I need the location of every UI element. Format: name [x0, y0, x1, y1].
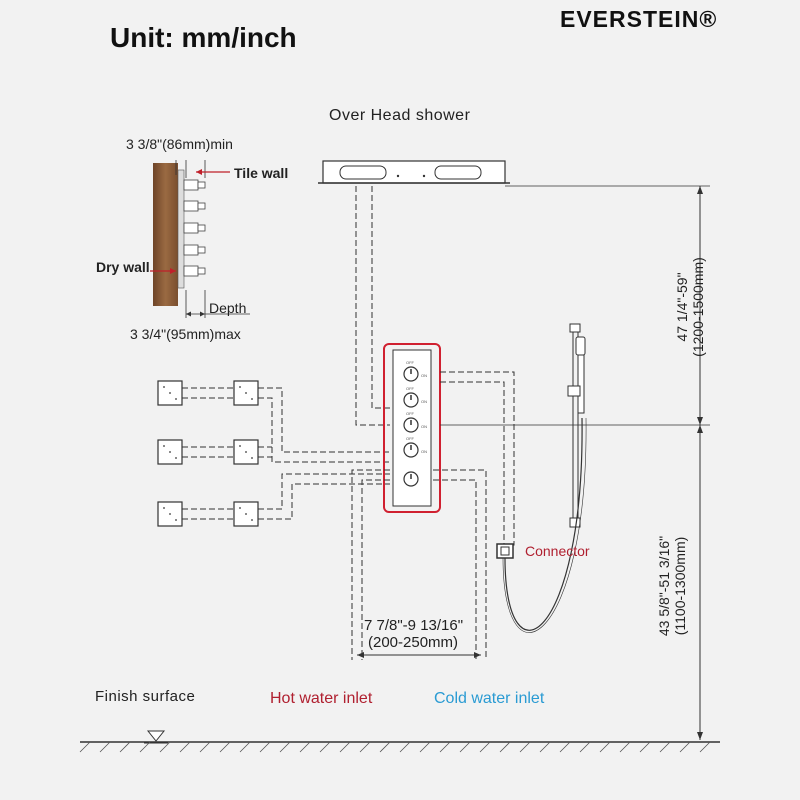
lower-height-dimension-label: 43 5/8"-51 3/16" (1100-1300mm) [656, 506, 688, 666]
inlet-spacing-inches: 7 7/8"-9 13/16" [364, 617, 464, 634]
hose [504, 417, 583, 631]
connector [496, 543, 514, 559]
inlet-spacing-dimension [357, 652, 481, 658]
lower-height-mm: (1100-1300mm) [672, 536, 688, 636]
inlet-pipes [351, 469, 487, 660]
thermostatic-valve-panel: OFF ON OFF ON OFF ON OFF ON [383, 343, 441, 513]
hot-water-inlet-label: Hot water inlet [270, 690, 373, 707]
lower-height-inches: 43 5/8"-51 3/16" [656, 535, 672, 637]
svg-text:ON: ON [421, 424, 427, 429]
svg-text:OFF: OFF [406, 386, 415, 391]
svg-text:OFF: OFF [406, 360, 415, 365]
svg-text:ON: ON [421, 449, 427, 454]
brand-logo: EVERSTEIN® [560, 6, 718, 32]
connector-label: Connector [525, 543, 590, 559]
finish-surface-label: Finish surface [95, 688, 196, 705]
wall-section [150, 160, 250, 318]
valve-outlet-pipes [440, 371, 515, 546]
max-depth-label: 3 3/4"(95mm)max [130, 326, 241, 342]
overhead-shower-label: Over Head shower [329, 107, 471, 124]
page-title: Unit: mm/inch [110, 22, 297, 53]
height-dimension [505, 185, 710, 740]
ground [79, 741, 720, 753]
upper-height-dimension-label: 47 1/4"-59" (1200-1500mm) [674, 232, 706, 382]
tile-wall-label: Tile wall [234, 165, 289, 181]
hand-shower-slide-bar [567, 323, 586, 528]
finish-surface-marker [144, 730, 168, 744]
overhead-shower-plate [318, 160, 510, 184]
dry-wall-label: Dry wall [96, 259, 150, 275]
upper-height-inches: 47 1/4"-59" [674, 272, 690, 342]
svg-text:ON: ON [421, 373, 427, 378]
jet-pipes [182, 387, 390, 520]
hose-outline [502, 417, 587, 633]
svg-text:OFF: OFF [406, 436, 415, 441]
svg-text:OFF: OFF [406, 411, 415, 416]
upper-height-mm: (1200-1500mm) [690, 257, 706, 357]
min-depth-label: 3 3/8"(86mm)min [126, 136, 233, 152]
inlet-spacing-mm: (200-250mm) [368, 634, 459, 651]
cold-water-inlet-label: Cold water inlet [434, 690, 545, 707]
body-jets [157, 380, 259, 527]
svg-text:ON: ON [421, 399, 427, 404]
depth-label: Depth [209, 300, 247, 316]
